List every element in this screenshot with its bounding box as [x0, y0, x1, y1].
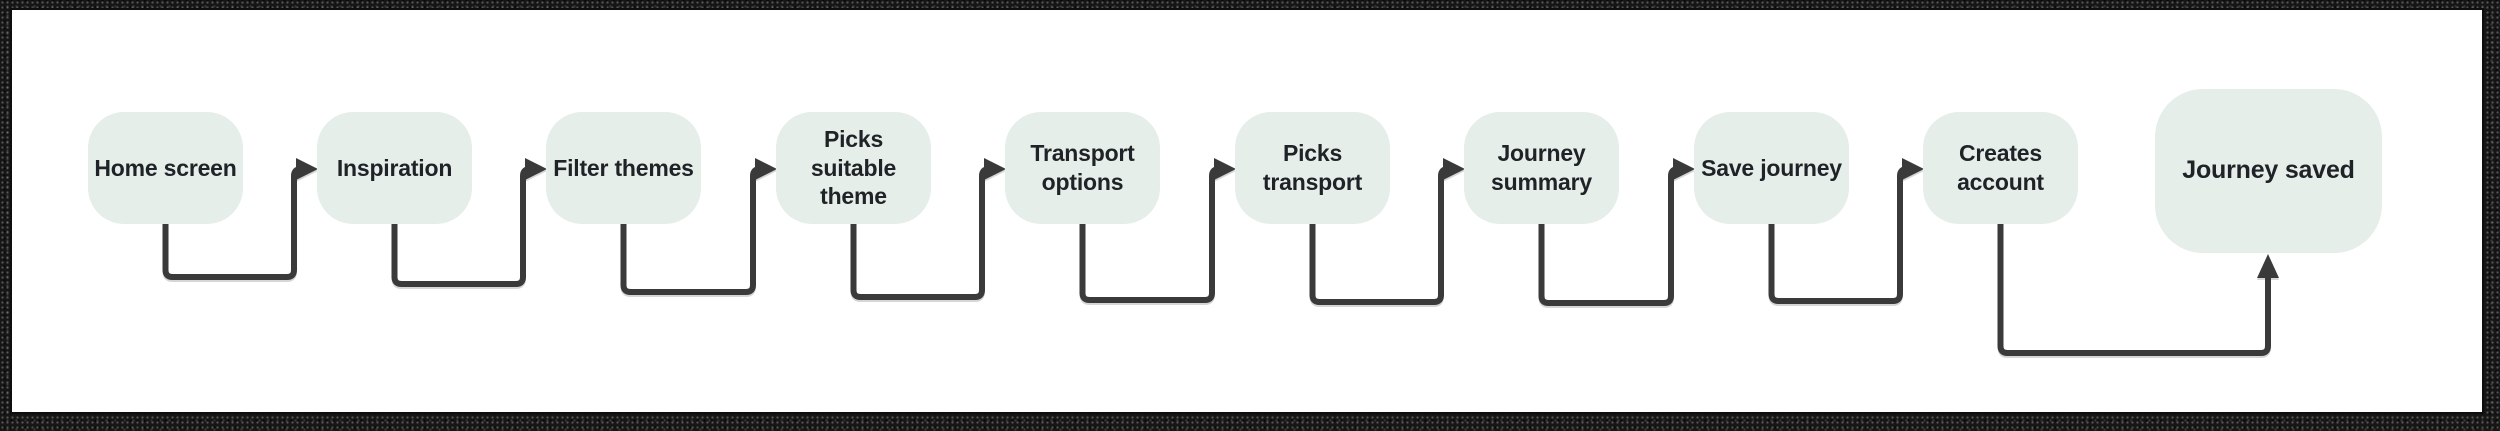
flow-node-filter-themes: Filter themes [546, 112, 701, 224]
flow-node-label: Inspiration [336, 154, 453, 181]
connector-line [850, 166, 990, 300]
connector-line [1997, 224, 2271, 356]
connector-arrowhead-icon [296, 158, 318, 180]
flow-node-label: Journey summary [1491, 140, 1592, 195]
flow-node-label: Filter themes [553, 154, 694, 181]
flow-node-label: Journey saved [2182, 156, 2355, 185]
flow-node-inspiration: Inspiration [317, 112, 472, 224]
flow-node-picks-transport: Picks transport [1235, 112, 1390, 224]
flow-node-journey-saved: Journey saved [2155, 89, 2382, 253]
flow-node-label: Save journey [1701, 154, 1842, 181]
flow-node-label: Picks suitable theme [810, 125, 897, 210]
flow-node-home-screen: Home screen [88, 112, 243, 224]
flow-node-transport-options: Transport options [1005, 112, 1160, 224]
flow-node-label: Picks transport [1262, 140, 1363, 195]
connector-line [162, 166, 302, 280]
flow-node-save-journey: Save journey [1694, 112, 1849, 224]
connector-arrowhead-icon [525, 158, 547, 180]
flow-node-label: Home screen [94, 154, 237, 181]
connector-arrowhead-icon [1673, 158, 1695, 180]
connector-line [1538, 166, 1679, 306]
flow-node-label: Creates account [1957, 140, 2044, 195]
flow-node-picks-suitable-theme: Picks suitable theme [776, 112, 931, 224]
connector-arrowhead-icon [1443, 158, 1465, 180]
connector-arrowhead-icon [2257, 254, 2279, 278]
flow-node-label: Transport options [1030, 140, 1135, 195]
connector-line [1768, 166, 1908, 304]
connector-arrowhead-icon [984, 158, 1006, 180]
connector-line [1079, 166, 1220, 303]
flow-node-creates-account: Creates account [1923, 112, 2078, 224]
connector-line [1309, 166, 1449, 305]
connector-arrowhead-icon [755, 158, 777, 180]
connector-arrowhead-icon [1902, 158, 1924, 180]
connector-line [620, 166, 761, 295]
connector-arrowhead-icon [1214, 158, 1236, 180]
connector-line [391, 166, 531, 287]
flow-node-journey-summary: Journey summary [1464, 112, 1619, 224]
